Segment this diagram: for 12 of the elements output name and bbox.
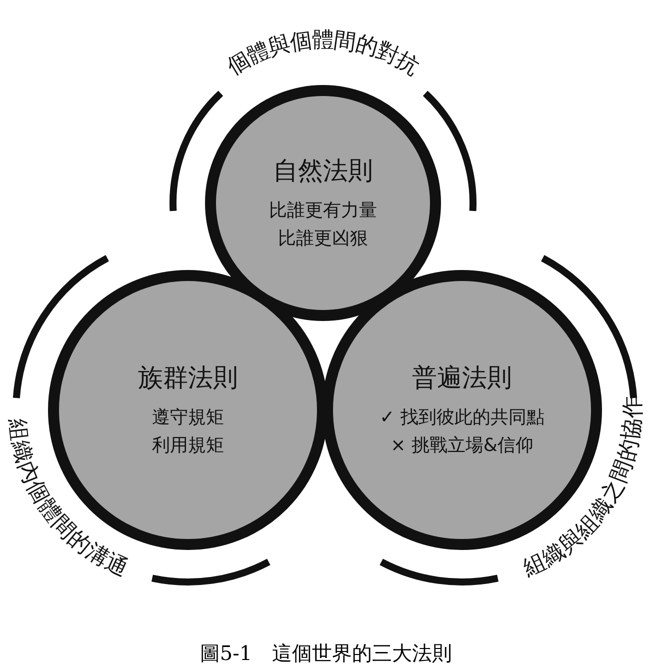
circle-text: 比誰更凶狠 xyxy=(278,226,368,250)
circle-title: 普遍法則 xyxy=(412,362,512,394)
circle-text: ✓ 找到彼此的共同點 xyxy=(380,406,544,430)
circle-title: 自然法則 xyxy=(273,154,373,186)
circle-title: 族群法則 xyxy=(138,362,238,394)
arc-label: 個體與個體間的對抗 xyxy=(223,28,423,80)
circle-text: 遵守規矩 xyxy=(152,406,224,430)
arc-label: 組織內個體間的溝通 xyxy=(4,418,132,582)
circle-text: 利用規矩 xyxy=(152,434,224,458)
circle-text: × 挑戰立場&信仰 xyxy=(390,434,534,458)
figure-caption: 圖5-1 這個世界的三大法則 xyxy=(200,641,452,665)
circle-text: 比誰更有力量 xyxy=(269,198,377,222)
